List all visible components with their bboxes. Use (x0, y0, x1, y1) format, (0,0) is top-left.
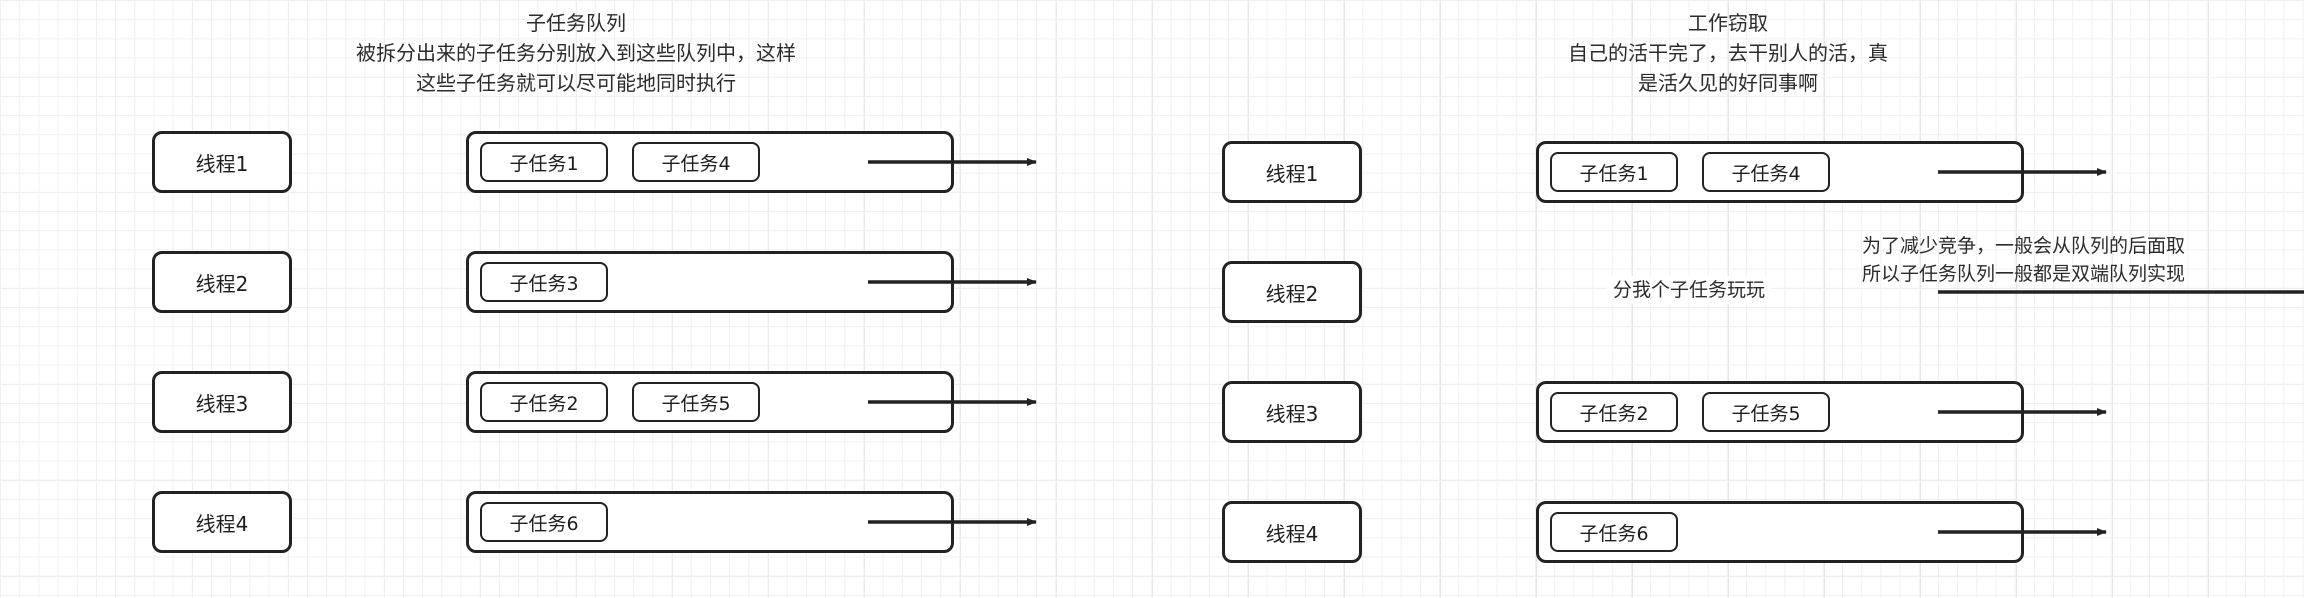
left-thread-label-2: 线程2 (195, 271, 249, 296)
left-panel-title: 子任务队列 (526, 11, 626, 35)
right-thread-box-3[interactable]: 线程3 (1222, 381, 1362, 443)
left-queue-box-4[interactable]: 子任务6 (466, 491, 954, 553)
right-thread-label-2: 线程2 (1265, 281, 1319, 306)
left-task-3-2[interactable]: 子任务5 (632, 382, 760, 422)
right-panel-title: 工作窃取 (1688, 11, 1768, 35)
right-thread-label-3: 线程3 (1265, 401, 1319, 426)
right-task-1-2[interactable]: 子任务4 (1702, 152, 1830, 192)
left-task-1-1[interactable]: 子任务1 (480, 142, 608, 182)
right-queue-box-4[interactable]: 子任务6 (1536, 501, 2024, 563)
right-task-1-1[interactable]: 子任务1 (1550, 152, 1678, 192)
right-thread-label-4: 线程4 (1265, 521, 1319, 546)
right-queue-box-1[interactable]: 子任务1 子任务4 (1536, 141, 2024, 203)
steal-label: 分我个子任务玩玩 (1607, 276, 1772, 304)
left-thread-box-1[interactable]: 线程1 (152, 131, 292, 193)
right-task-3-1[interactable]: 子任务2 (1550, 392, 1678, 432)
left-thread-label-4: 线程4 (195, 511, 249, 536)
left-thread-label-1: 线程1 (195, 151, 249, 176)
left-panel: 子任务队列 被拆分出来的子任务分别放入到这些队列中，这样 这些子任务就可以尽可能… (152, 11, 1037, 553)
right-panel-subtitle-line1: 自己的活干完了，去干别人的活，真 (1568, 41, 1888, 65)
left-panel-subtitle-line1: 被拆分出来的子任务分别放入到这些队列中，这样 (356, 41, 796, 65)
left-queue-box-3[interactable]: 子任务2 子任务5 (466, 371, 954, 433)
right-queue-box-3[interactable]: 子任务2 子任务5 (1536, 381, 2024, 443)
deque-note-line2: 所以子任务队列一般都是双端队列实现 (1862, 263, 2186, 285)
right-thread-box-2[interactable]: 线程2 (1222, 261, 1362, 323)
right-thread-label-1: 线程1 (1265, 161, 1319, 186)
left-thread-box-4[interactable]: 线程4 (152, 491, 292, 553)
left-thread-box-2[interactable]: 线程2 (152, 251, 292, 313)
right-thread-box-1[interactable]: 线程1 (1222, 141, 1362, 203)
right-panel: 工作窃取 自己的活干完了，去干别人的活，真 是活久见的好同事啊 线程1 子任务1… (1152, 0, 2304, 598)
left-task-3-1[interactable]: 子任务2 (480, 382, 608, 422)
left-panel-subtitle-line2: 这些子任务就可以尽可能地同时执行 (416, 71, 736, 95)
left-task-1-2[interactable]: 子任务4 (632, 142, 760, 182)
left-queue-box-2[interactable]: 子任务3 (466, 251, 954, 313)
deque-note-line1: 为了减少竞争，一般会从队列的后面取 (1862, 235, 2186, 257)
left-queue-box-1[interactable]: 子任务1 子任务4 (466, 131, 954, 193)
left-thread-box-3[interactable]: 线程3 (152, 371, 292, 433)
right-task-4-1[interactable]: 子任务6 (1550, 512, 1678, 552)
left-task-4-1[interactable]: 子任务6 (480, 502, 608, 542)
right-thread-box-4[interactable]: 线程4 (1222, 501, 1362, 563)
left-thread-label-3: 线程3 (195, 391, 249, 416)
right-task-3-2[interactable]: 子任务5 (1702, 392, 1830, 432)
right-panel-subtitle-line2: 是活久见的好同事啊 (1638, 71, 1818, 95)
left-task-2-1[interactable]: 子任务3 (480, 262, 608, 302)
